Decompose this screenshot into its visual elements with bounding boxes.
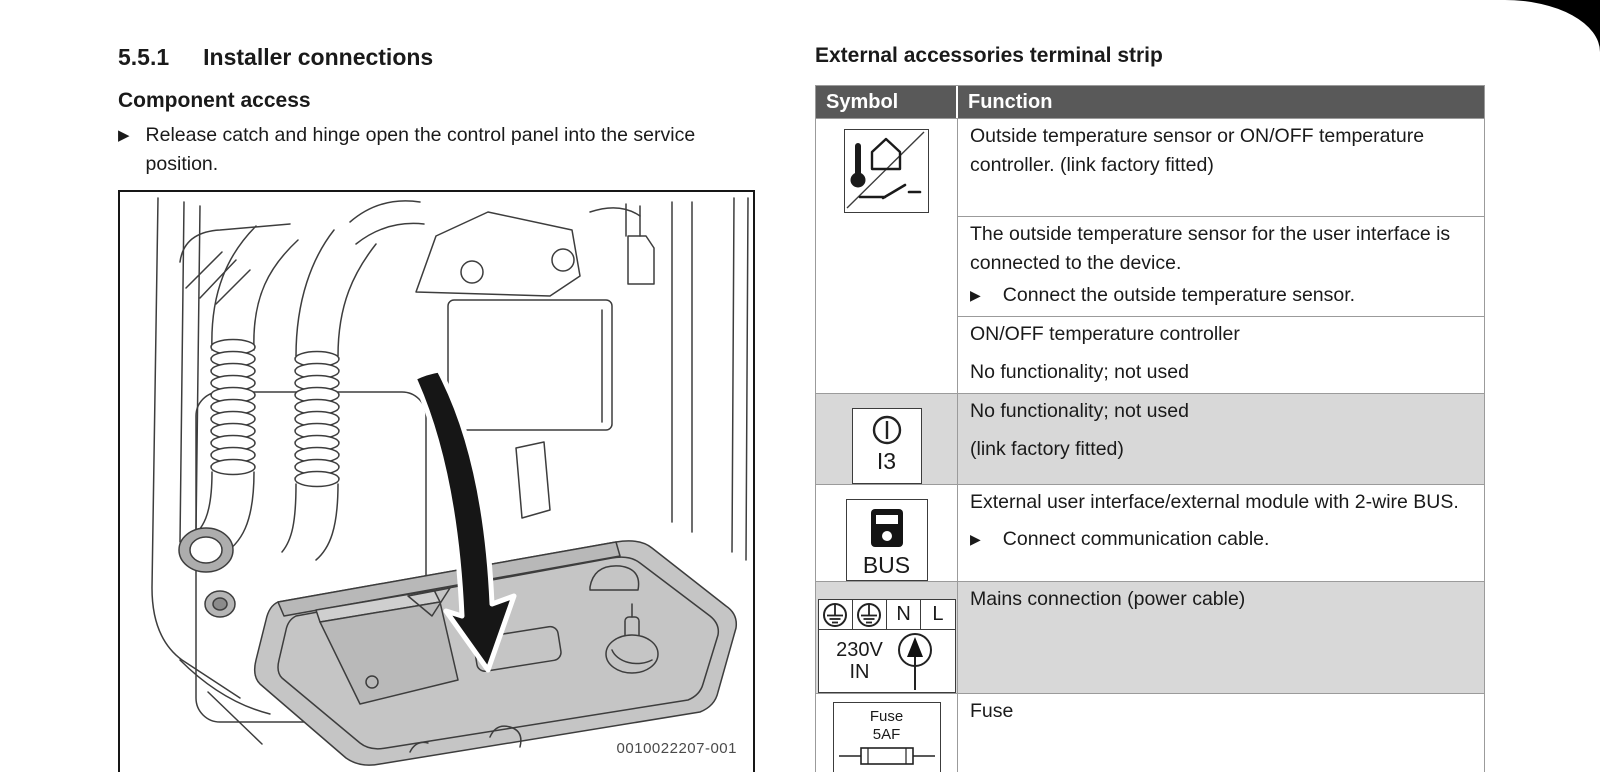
mains-voltage-label: 230V IN — [836, 639, 883, 683]
sensor-function-cells: Outside temperature sensor or ON/OFF tem… — [958, 119, 1484, 393]
component-access-heading: Component access — [118, 89, 311, 112]
mains-lower: 230V IN — [819, 630, 955, 692]
mains-text: Mains connection (power cable) — [970, 588, 1246, 610]
sensor-function-2: The outside temperature sensor for the u… — [958, 216, 1484, 316]
flue-port-and-hinge — [178, 527, 236, 618]
table-row-mains: N L 230V IN — [816, 581, 1484, 693]
bus-line1: External user interface/external module … — [970, 491, 1459, 513]
bus-label: BUS — [862, 552, 911, 578]
i3-label: I3 — [876, 448, 897, 474]
sensor-function-3-line1: ON/OFF temperature controller — [970, 323, 1240, 345]
earth-terminal-icon — [851, 600, 886, 629]
mains-voltage-line2: IN — [849, 661, 870, 683]
i3-switch-icon: I3 — [851, 408, 922, 484]
corrugated-hoses — [185, 225, 377, 561]
column-header-symbol: Symbol — [816, 86, 958, 118]
fuse-label-line1: Fuse — [869, 708, 904, 725]
bus-action: ▶ Connect communication cable. — [970, 525, 1472, 554]
sensor-function-3: ON/OFF temperature controller No functio… — [958, 316, 1484, 393]
i3-line2: (link factory fitted) — [970, 438, 1124, 460]
bus-function-cell: External user interface/external module … — [958, 485, 1484, 581]
fuse-text: Fuse — [970, 700, 1014, 722]
top-components — [349, 200, 641, 533]
mains-terminal-icon: N L 230V IN — [817, 599, 956, 693]
fuse-label-line2: 5AF — [872, 726, 901, 743]
section-number: 5.5.1 — [118, 44, 170, 70]
mains-function-cell: Mains connection (power cable) — [958, 582, 1484, 693]
table-header-row: Symbol Function — [816, 86, 1484, 118]
instruction-line: ▶ Release catch and hinge open the contr… — [118, 121, 718, 179]
sensor-action: ▶ Connect the outside temperature sensor… — [970, 281, 1472, 310]
accessories-heading: External accessories terminal strip — [815, 44, 1163, 67]
earth-terminal-icon — [819, 600, 852, 629]
sensor-function-1: Outside temperature sensor or ON/OFF tem… — [970, 125, 1425, 176]
fuse-glyph — [838, 747, 935, 765]
mains-voltage-line1: 230V — [836, 639, 883, 661]
sensor-symbol-cell — [816, 119, 958, 393]
table-row-i3: I3 No functionality; not used (link fact… — [816, 393, 1484, 484]
sensor-function-2-text: The outside temperature sensor for the u… — [970, 223, 1451, 274]
triangle-bullet-icon: ▶ — [970, 531, 981, 547]
outside-temperature-sensor-icon — [844, 129, 929, 213]
plug-arrow-icon — [897, 633, 932, 690]
section-heading: 5.5.1 Installer connections — [118, 44, 433, 71]
instruction-text: Release catch and hinge open the control… — [145, 124, 696, 175]
i3-symbol-cell: I3 — [816, 394, 958, 484]
fuse-icon: Fuse 5AF — [832, 702, 941, 772]
sensor-function-3-line2: No functionality; not used — [970, 361, 1189, 383]
table-row-fuse: Fuse 5AF Fuse — [816, 693, 1484, 772]
column-header-function: Function — [968, 90, 1053, 113]
live-terminal-label: L — [920, 600, 954, 629]
accessories-table: Symbol Function Outside temperature sens… — [815, 85, 1485, 772]
terminal-strip: N L — [818, 600, 955, 630]
bus-interface-icon: BUS — [845, 499, 928, 581]
fuse-symbol-cell: Fuse 5AF — [816, 694, 958, 772]
fuse-function-cell: Fuse — [958, 694, 1484, 772]
open-direction-arrow — [411, 367, 517, 673]
i3-line1: No functionality; not used — [970, 400, 1189, 422]
i3-function-cell: No functionality; not used (link factory… — [958, 394, 1484, 484]
triangle-bullet-icon: ▶ — [118, 127, 130, 144]
neutral-terminal-label: N — [886, 600, 920, 629]
boiler-illustration — [151, 197, 749, 766]
table-row-sensor: Outside temperature sensor or ON/OFF tem… — [816, 118, 1484, 393]
figure-caption: 0010022207-001 — [616, 740, 737, 757]
section-title: Installer connections — [203, 44, 434, 70]
boiler-case — [151, 197, 749, 745]
bus-symbol-cell: BUS — [816, 485, 958, 581]
boiler-figure: 0010022207-001 — [118, 190, 755, 772]
triangle-bullet-icon: ▶ — [970, 287, 981, 303]
table-row-bus: BUS External user interface/external mod… — [816, 484, 1484, 581]
mains-symbol-cell: N L 230V IN — [816, 582, 958, 693]
bus-action-text: Connect communication cable. — [1002, 528, 1270, 550]
sensor-action-text: Connect the outside temperature sensor. — [1002, 284, 1356, 306]
